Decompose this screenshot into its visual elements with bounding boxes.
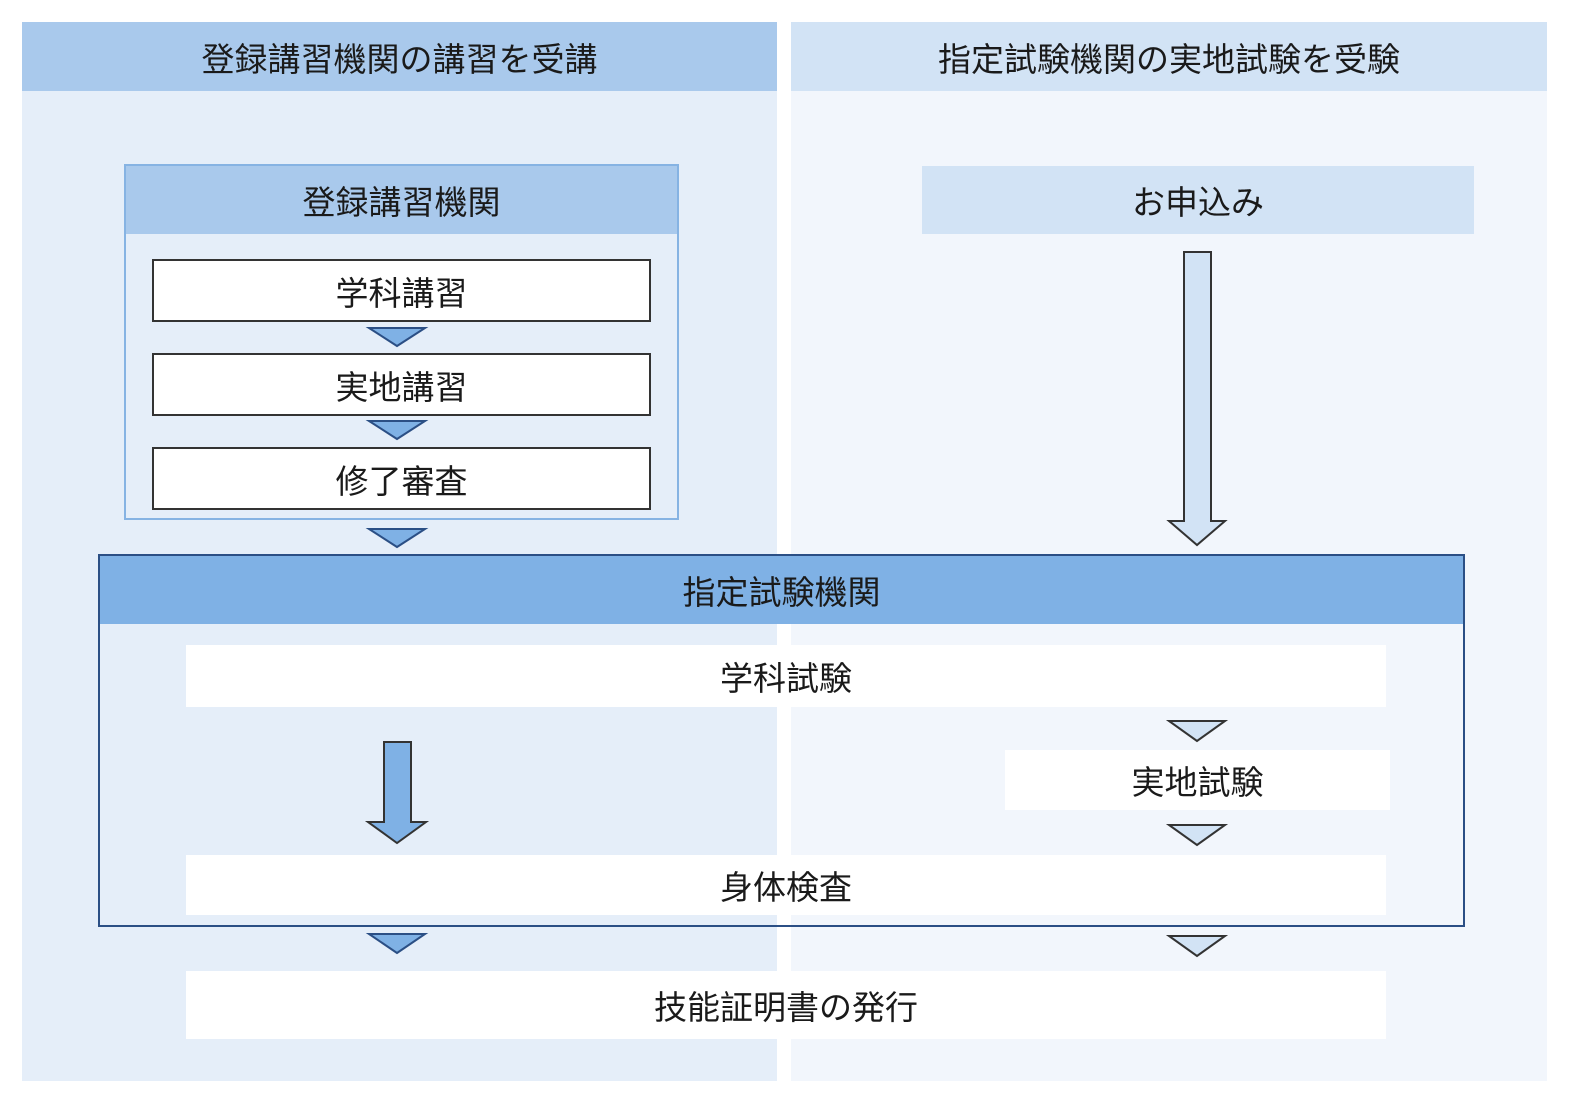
written-exam: 学科試験	[186, 645, 1386, 707]
step-completion-review: 修了審査	[152, 447, 651, 510]
chevron-down-icon	[1165, 935, 1229, 958]
designated-exam-institution-box	[98, 554, 1465, 927]
chevron-down-icon	[365, 327, 429, 348]
registered-training-institution-title: 登録講習機関	[126, 166, 677, 234]
arrow-down-icon	[364, 741, 430, 845]
chevron-down-icon	[365, 933, 429, 955]
practical-exam: 実地試験	[1005, 750, 1390, 810]
step-written-course: 学科講習	[152, 259, 651, 322]
arrow-down-icon	[1166, 251, 1228, 547]
left-column-title: 登録講習機関の講習を受講	[22, 22, 777, 91]
chevron-down-icon	[1165, 720, 1229, 743]
step-practical-course: 実地講習	[152, 353, 651, 416]
registered-training-institution-box	[124, 164, 679, 520]
physical-exam: 身体検査	[186, 855, 1386, 915]
right-column-title: 指定試験機関の実地試験を受験	[791, 22, 1547, 91]
application-box: お申込み	[922, 166, 1474, 234]
chevron-down-icon	[365, 528, 429, 549]
chevron-down-icon	[365, 420, 429, 441]
certificate-issuance: 技能証明書の発行	[186, 971, 1386, 1039]
designated-exam-institution-title: 指定試験機関	[100, 556, 1463, 624]
chevron-down-icon	[1165, 824, 1229, 847]
